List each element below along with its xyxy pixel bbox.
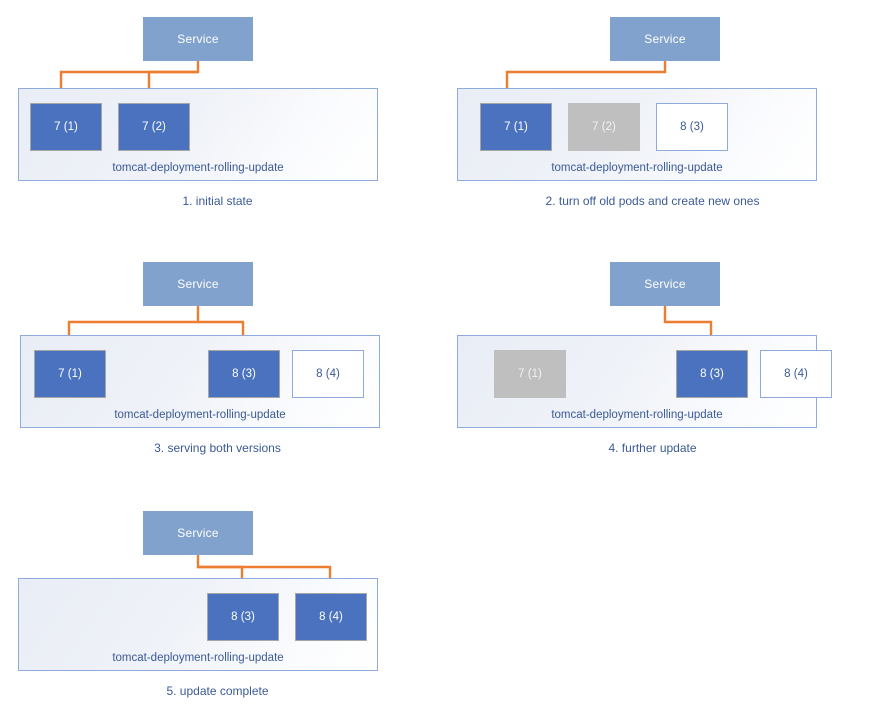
service-box[interactable]: Service [143,262,253,306]
pod-label: 8 (4) [319,611,343,623]
panel-caption: 1. initial state [182,194,253,208]
pod-box[interactable]: 7 (1) [34,350,106,398]
pod-box[interactable]: 7 (2) [118,103,190,151]
panel-update-complete: Service 8 (3) 8 (4) tomcat-deployment-ro… [0,490,435,720]
panel-caption: 5. update complete [166,684,269,698]
pod-label: 7 (2) [592,121,616,133]
pod-box[interactable]: 8 (4) [760,350,832,398]
service-label: Service [644,277,686,291]
panel-caption: 2. turn off old pods and create new ones [545,194,760,208]
pod-label: 8 (4) [784,368,808,380]
pod-box[interactable]: 7 (2) [568,103,640,151]
pod-label: 8 (3) [700,368,724,380]
pod-label: 8 (3) [680,121,704,133]
deployment-container: 7 (1) 8 (3) 8 (4) tomcat-deployment-roll… [20,335,380,428]
pod-box[interactable]: 8 (3) [208,350,280,398]
panel-turn-off-old-pods: Service 7 (1) 7 (2) 8 (3) tomcat-deploym… [435,0,870,230]
panel-serving-both-versions: Service 7 (1) 8 (3) 8 (4) tomcat-deploym… [0,245,435,475]
pod-label: 7 (1) [54,121,78,133]
deployment-container: 7 (1) 7 (2) tomcat-deployment-rolling-up… [18,88,378,181]
deployment-name-label: tomcat-deployment-rolling-update [112,162,284,174]
pod-label: 7 (1) [504,121,528,133]
deployment-name-label: tomcat-deployment-rolling-update [112,652,284,664]
service-box[interactable]: Service [610,17,720,61]
pod-label: 7 (1) [518,368,542,380]
panel-further-update: Service 7 (1) 8 (3) 8 (4) tomcat-deploym… [435,245,870,475]
service-label: Service [177,277,219,291]
service-label: Service [177,32,219,46]
pod-label: 7 (1) [58,368,82,380]
pod-box[interactable]: 8 (4) [295,593,367,641]
pod-box[interactable]: 8 (3) [676,350,748,398]
deployment-container: 7 (1) 7 (2) 8 (3) tomcat-deployment-roll… [457,88,817,181]
pod-box[interactable]: 7 (1) [494,350,566,398]
pod-label: 8 (4) [316,368,340,380]
pod-label: 7 (2) [142,121,166,133]
service-box[interactable]: Service [610,262,720,306]
deployment-name-label: tomcat-deployment-rolling-update [551,409,723,421]
service-label: Service [177,526,219,540]
deployment-name-label: tomcat-deployment-rolling-update [114,409,286,421]
panel-initial-state: Service 7 (1) 7 (2) tomcat-deployment-ro… [0,0,435,230]
service-label: Service [644,32,686,46]
pod-box[interactable]: 8 (4) [292,350,364,398]
deployment-container: 7 (1) 8 (3) 8 (4) tomcat-deployment-roll… [457,335,832,428]
deployment-name-label: tomcat-deployment-rolling-update [551,162,723,174]
service-box[interactable]: Service [143,511,253,555]
pod-label: 8 (3) [231,611,255,623]
pod-box[interactable]: 7 (1) [30,103,102,151]
deployment-container: 8 (3) 8 (4) tomcat-deployment-rolling-up… [18,578,378,671]
panel-caption: 4. further update [608,441,697,455]
pod-box[interactable]: 8 (3) [656,103,728,151]
pod-box[interactable]: 8 (3) [207,593,279,641]
pod-box[interactable]: 7 (1) [480,103,552,151]
pod-label: 8 (3) [232,368,256,380]
panel-caption: 3. serving both versions [154,441,281,455]
service-box[interactable]: Service [143,17,253,61]
